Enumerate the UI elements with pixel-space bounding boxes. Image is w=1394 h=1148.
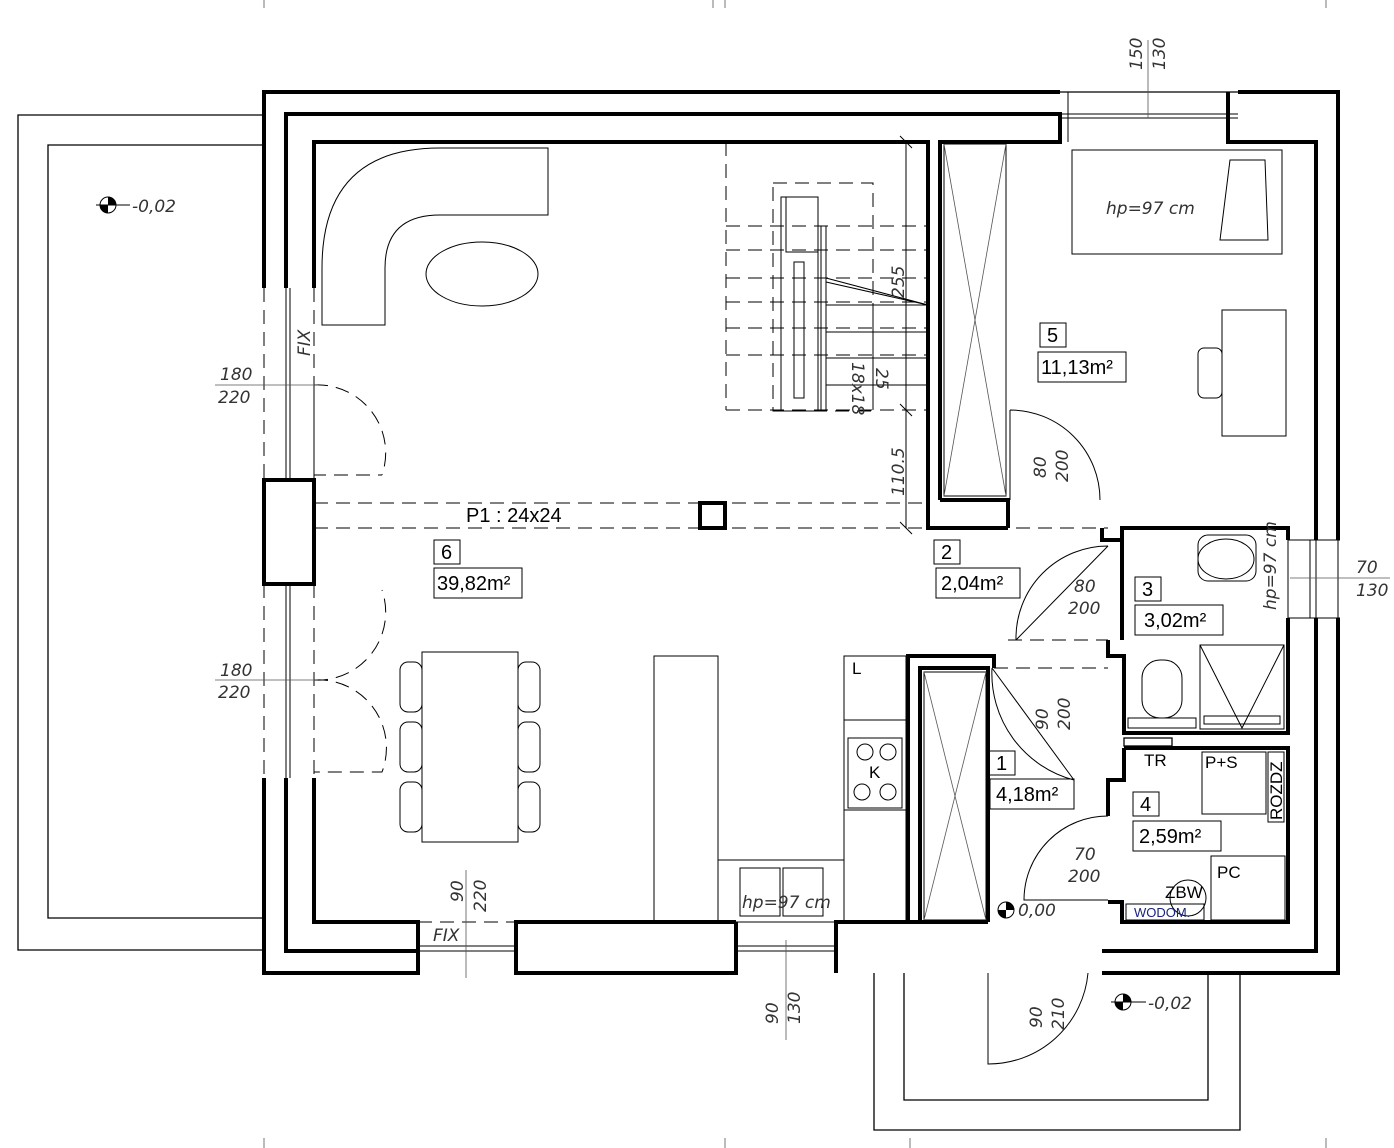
- terrace: [17, 114, 264, 951]
- openings-fix-label: FIX: [295, 329, 315, 356]
- room-area: 4,18m²: [996, 784, 1059, 806]
- room-number: 5: [1047, 325, 1058, 347]
- washer-label: P+S: [1205, 753, 1238, 772]
- openings-left_window_1-w-label: 180: [220, 365, 252, 385]
- boiler-label: PC: [1217, 863, 1241, 882]
- openings-kitchen_window-w-label: 90: [763, 1002, 783, 1024]
- openings-fix-label: FIX: [433, 926, 460, 946]
- room-2: 2 2,04m²: [933, 539, 1021, 599]
- room-4: 4 2,59m²: [1132, 791, 1222, 852]
- openings-door_room4-h-label: 200: [1068, 867, 1100, 887]
- meter-label: WODOM.: [1134, 905, 1190, 920]
- level-marker-floor: 0,00: [997, 901, 1056, 921]
- beam-label: P1 : 24x24: [466, 505, 562, 527]
- openings-bath_window-w-label: 70: [1356, 558, 1378, 578]
- openings-door_room3-h-label: 200: [1068, 599, 1100, 619]
- levels-entrance-label: -0,02: [1148, 994, 1192, 1014]
- openings-entrance_door-w-label: 90: [1027, 1006, 1047, 1028]
- room-area: 11,13m²: [1041, 357, 1113, 379]
- room-3: 3 3,02m²: [1134, 576, 1224, 636]
- door-swings: [313, 384, 1109, 1065]
- sill-label: hp=97 cm: [1261, 521, 1281, 610]
- wardrobe-room5: [943, 143, 1007, 497]
- dashed-lines: [263, 142, 1108, 923]
- openings-door_room1-h-label: 200: [1055, 698, 1075, 730]
- wardrobe-room1: [923, 671, 987, 921]
- room-number: 6: [441, 542, 452, 564]
- room-area: 39,82m²: [437, 573, 511, 595]
- room-area: 2,59m²: [1139, 826, 1202, 848]
- room-number: 4: [1140, 794, 1151, 816]
- axis-ticks: [263, 0, 1327, 1148]
- openings-left_window_2-w-label: 180: [220, 661, 252, 681]
- room-number: 2: [941, 542, 952, 564]
- openings-door_room4-w-label: 70: [1074, 845, 1096, 865]
- openings-door_room5-w-label: 80: [1031, 456, 1051, 478]
- fixture-labels: L K TR P+S ROZDZ PC ZBW WODOM.: [852, 659, 1286, 920]
- level-marker-terrace: -0,02: [96, 196, 176, 217]
- switchboard-label: ROZDZ: [1267, 761, 1286, 820]
- stairs-count-label: 25: [871, 368, 891, 390]
- openings-bath_window-h-label: 130: [1356, 581, 1388, 601]
- level-marker-entrance: -0,02: [1111, 993, 1192, 1014]
- room-area: 2,04m²: [941, 573, 1004, 595]
- room-number: 3: [1142, 579, 1153, 601]
- levels-floor-label: 0,00: [1018, 901, 1056, 921]
- openings-top_window-w-label: 150: [1127, 38, 1147, 70]
- openings-bottom_window-w-label: 90: [448, 880, 468, 902]
- levels-terrace-label: -0,02: [132, 197, 176, 217]
- sill-heights: hp=97 cm hp=97 cm hp=97 cm: [742, 199, 1281, 913]
- stairs-landing-label: 110.5: [889, 447, 909, 496]
- openings-kitchen_window-h-label: 130: [785, 992, 805, 1024]
- openings-door_room1-w-label: 90: [1033, 708, 1053, 730]
- furniture: [321, 147, 1287, 923]
- openings-left_window_1-h-label: 220: [218, 388, 250, 408]
- fridge-label: L: [852, 659, 861, 678]
- openings-entrance_door-h-label: 210: [1049, 998, 1069, 1030]
- interior-walls: [698, 498, 1290, 924]
- stairs: [780, 135, 929, 535]
- tank-label: ZBW: [1165, 883, 1203, 902]
- openings-bottom_window-h-label: 220: [471, 880, 491, 912]
- dryer-label: TR: [1144, 751, 1167, 770]
- room-area: 3,02m²: [1144, 610, 1207, 632]
- openings-door_room5-h-label: 200: [1053, 450, 1073, 482]
- cooker-label: K: [869, 763, 881, 782]
- room-6: 6 39,82m²: [433, 539, 523, 599]
- windows: [285, 92, 1340, 952]
- stairs-steps-label: 18x18: [847, 362, 867, 416]
- stairs-length-label: 255: [889, 266, 909, 298]
- openings-left_window_2-h-label: 220: [218, 683, 250, 703]
- openings-top_window-h-label: 130: [1150, 38, 1170, 70]
- room-1: 1 4,18m²: [988, 750, 1075, 810]
- stair-dimensions: 255 110.5 18x18 25: [847, 266, 909, 496]
- room-number: 1: [996, 753, 1007, 775]
- sill-label: hp=97 cm: [742, 893, 831, 913]
- sill-label: hp=97 cm: [1106, 199, 1195, 219]
- room-5: 5 11,13m²: [1037, 322, 1127, 383]
- openings-door_room3-w-label: 80: [1074, 577, 1096, 597]
- entrance-porch: [873, 973, 1241, 1131]
